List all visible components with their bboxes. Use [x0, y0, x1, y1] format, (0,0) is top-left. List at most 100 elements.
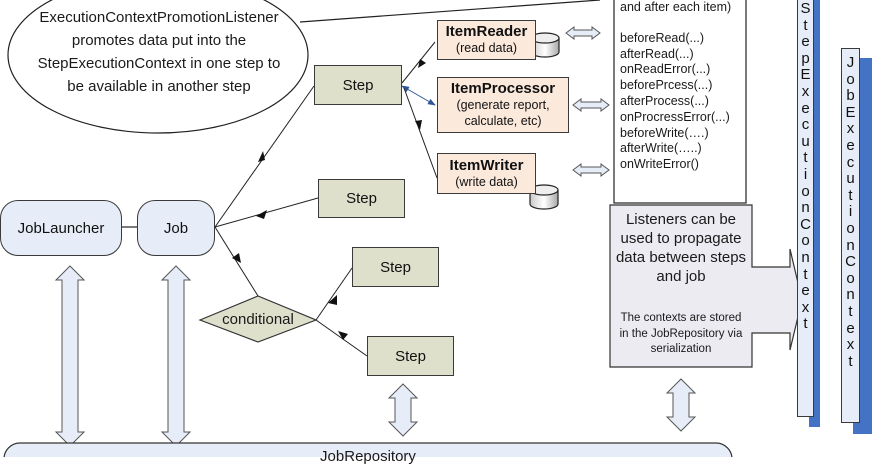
context-letter: i — [848, 203, 853, 221]
listeners-note-main: Listeners can be used to propagate data … — [610, 210, 752, 286]
job-launcher-label: JobLauncher — [17, 219, 105, 237]
listeners-note-detail: The contexts are stored in the JobReposi… — [608, 311, 754, 358]
job-repository-box — [3, 442, 733, 457]
context-letter: n — [801, 199, 810, 217]
job-conditional-arrowhead — [232, 253, 241, 263]
launcher-repository-double-arrow — [54, 265, 86, 447]
listeners-note-detail-line: serialization — [650, 343, 712, 355]
context-letter: e — [801, 33, 810, 51]
item-processor-subtitle-line: calculate, etc) — [464, 114, 542, 128]
item-writer-title: ItemWriter — [449, 156, 524, 174]
job-step-main-link — [214, 85, 315, 228]
step-cond-b-node[interactable]: Step — [367, 336, 454, 376]
callout-line: be available in another step — [67, 78, 251, 95]
listeners-note-line: data between steps — [615, 249, 747, 266]
context-letter: x — [801, 298, 810, 316]
listeners-note-line: used to propagate — [620, 230, 742, 247]
job-step-second-link — [214, 197, 319, 228]
context-letter: o — [846, 269, 855, 287]
item-writer-subtitle: (write data) — [455, 174, 518, 189]
context-letter: i — [803, 165, 808, 183]
job-conditional-link — [214, 226, 259, 297]
writer-listener-double-arrow — [572, 163, 610, 177]
listener-method: onWriteError() — [620, 157, 699, 172]
item-processor-subtitle-line: (generate report, — [456, 98, 550, 112]
context-letter: J — [846, 54, 855, 71]
item-reader-subtitle: (read data) — [455, 41, 518, 55]
step-cond-a-node[interactable]: Step — [352, 247, 439, 287]
job-step-main-arrowhead — [258, 151, 265, 162]
context-letter: o — [846, 70, 855, 88]
step-writer-arrowhead — [415, 120, 422, 130]
context-letter: e — [846, 136, 855, 154]
callout-text: ExecutionContextPromotionListener promot… — [14, 6, 304, 98]
conditional-step-b-arrowhead — [338, 331, 348, 340]
step-second-label: Step — [346, 190, 377, 207]
item-reader-title: ItemReader — [445, 23, 528, 40]
conditional-label[interactable]: conditional — [222, 311, 294, 328]
listener-method: beforeRead(...) — [620, 30, 705, 45]
listener-method: beforePrcess(...) — [620, 78, 713, 93]
context-letter: e — [801, 282, 810, 300]
context-letter: o — [801, 182, 810, 200]
job-node[interactable]: Job — [137, 200, 215, 256]
listeners-note-detail-line: in the JobRepository via — [619, 327, 743, 340]
job-step-second-arrowhead — [256, 210, 267, 219]
context-letter: t — [848, 352, 853, 370]
context-letter: t — [803, 149, 808, 167]
listener-method: onReadError(...) — [620, 62, 711, 77]
conditional-diamond — [198, 295, 318, 343]
item-processor-node[interactable]: ItemProcessor (generate report, calculat… — [437, 77, 569, 133]
listener-method: afterWrite(…..) — [620, 141, 702, 156]
listeners-note-line: and job — [656, 268, 706, 285]
context-letter: t — [803, 16, 808, 34]
context-letter: b — [846, 87, 855, 105]
listener-method: afterProcess(...) — [620, 93, 709, 108]
context-letter: c — [846, 153, 855, 171]
step-main-label: Step — [342, 76, 374, 94]
context-letter: E — [845, 103, 856, 121]
context-letter: p — [801, 49, 810, 67]
item-reader-node[interactable]: ItemReader (read data) — [437, 20, 536, 60]
context-letter: t — [848, 302, 853, 320]
context-letter: t — [803, 315, 808, 333]
listeners-note-arrow-shape — [609, 204, 803, 368]
job-launcher-node[interactable]: JobLauncher — [0, 200, 122, 256]
step-reader-link — [401, 41, 436, 84]
listeners-note-line: Listeners can be — [625, 211, 737, 228]
conditional-step-a-link — [315, 267, 353, 321]
listeners-note-detail-line: The contexts are stored — [620, 312, 742, 324]
step-second-node[interactable]: Step — [318, 179, 405, 218]
context-letter: C — [800, 215, 811, 233]
callout-line: ExecutionContextPromotionListener — [39, 9, 279, 26]
item-writer-node[interactable]: ItemWriter (write data) — [437, 153, 536, 194]
context-letter: n — [846, 236, 855, 254]
step-cond-b-label: Step — [395, 347, 426, 365]
context-letter: e — [846, 319, 855, 337]
callout-line: promotes data put into the — [71, 32, 247, 49]
context-letter: C — [845, 253, 856, 271]
context-letter: t — [848, 186, 853, 204]
item-processor-title: ItemProcessor — [450, 80, 556, 97]
processor-listener-double-arrow — [572, 98, 610, 112]
step-main-node[interactable]: Step — [314, 65, 402, 105]
listener-methods-header: and after each item) — [620, 0, 732, 14]
context-letter: o — [801, 232, 810, 250]
context-letter: x — [846, 336, 855, 354]
context-letter: c — [801, 116, 810, 134]
step-processor-link — [401, 85, 436, 106]
conditional-step-a-arrowhead — [328, 295, 337, 305]
context-letter: o — [846, 219, 855, 237]
conditional-step-b-link — [315, 319, 368, 357]
listener-method: afterRead(...) — [620, 46, 694, 61]
context-letter: n — [846, 286, 855, 304]
callout-line: StepExecutionContext in one step to — [37, 55, 281, 72]
job-repository-double-arrow — [160, 265, 192, 447]
callout-ellipse — [7, 0, 309, 134]
context-letter: x — [846, 120, 855, 138]
context-letter: t — [803, 265, 808, 283]
listener-methods-box — [613, 0, 747, 204]
